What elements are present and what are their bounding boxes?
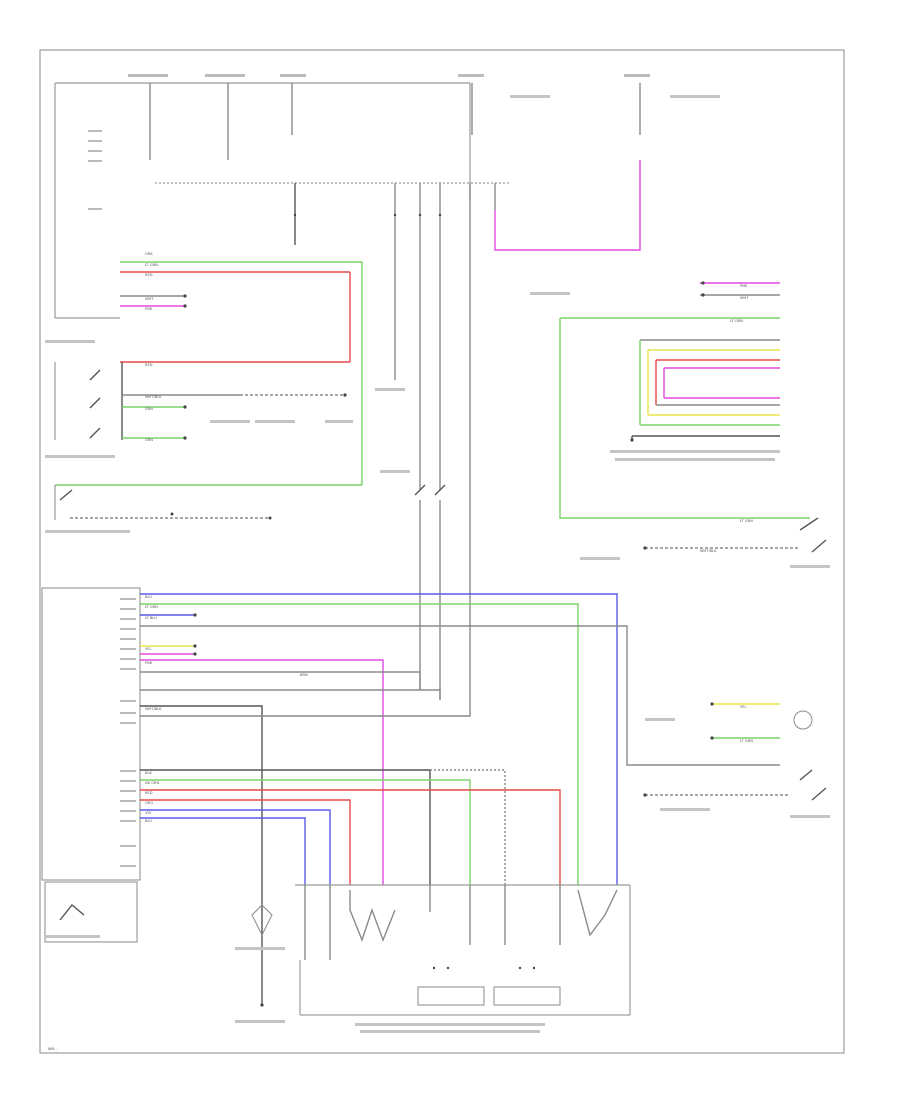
label-yel: YEL — [145, 647, 151, 651]
label-blk: BLK — [145, 771, 152, 775]
label-brn: BRN — [300, 673, 308, 677]
wire-labels: GRA LT GRN RED WHT PNK RED WHT/BLK GRN G… — [145, 252, 753, 823]
label-blu: BLU — [145, 595, 152, 599]
lower-wires — [140, 593, 780, 890]
center-relay-branch — [414, 445, 446, 700]
label-ltgrn: LT GRN — [145, 263, 158, 267]
label-blu-2: BLU — [145, 819, 152, 823]
label-ltgrn-r: LT GRN — [730, 319, 743, 323]
label-pnk: PNK — [145, 307, 153, 311]
diagram-border — [39, 49, 845, 1054]
wire-pink-top — [494, 160, 641, 251]
label-ltgrn-2: LT GRN — [145, 605, 158, 609]
label-org: ORG — [145, 801, 153, 805]
label-ltblu: LT BLU — [145, 616, 157, 620]
label-red-2: RED — [145, 363, 153, 367]
bottom-connector-block — [251, 884, 631, 1016]
label-whtblk: WHT/BLK — [145, 395, 162, 399]
label-ltgrn-r3: LT GRN — [740, 519, 753, 523]
left-module-wires — [55, 261, 363, 486]
label-yel-r: YEL — [740, 705, 746, 709]
label-wht-r: WHT — [740, 296, 749, 300]
lower-main-module — [41, 587, 141, 943]
label-vio: VIO — [145, 811, 152, 815]
right-lower-sensor — [643, 702, 827, 801]
label-pnk-r: PNK — [740, 284, 748, 288]
label-gra: GRA — [145, 252, 153, 256]
right-module — [559, 281, 827, 553]
top-drops — [293, 183, 496, 715]
label-whtblk-r: WHT/BLK — [700, 549, 717, 553]
left-lower-switch — [54, 485, 272, 520]
label-dkgrn: DK GRN — [145, 781, 160, 785]
component-placeholders — [45, 95, 830, 1033]
label-whtblk-2: WHT/BLK — [145, 707, 162, 711]
left-switch-block — [54, 362, 347, 440]
footer-id: W0... — [48, 1046, 58, 1051]
label-ltgrn-r2: LT GRN — [740, 739, 753, 743]
label-red-3: RED — [145, 791, 153, 795]
label-grn: GRN — [145, 407, 153, 411]
label-pnk-2: PNK — [145, 661, 153, 665]
label-wht: WHT — [145, 297, 154, 301]
power-distribution-top — [54, 74, 650, 319]
label-red: RED — [145, 273, 153, 277]
label-grn-2: GRN — [145, 438, 153, 442]
